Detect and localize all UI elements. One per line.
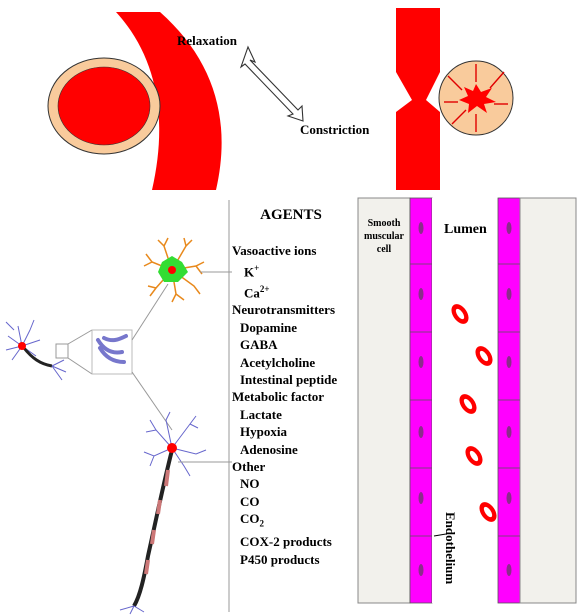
smooth-muscle-label-line-2: muscular bbox=[364, 231, 405, 242]
constricted-vessel-wall bbox=[396, 8, 440, 190]
list-item: Acetylcholine bbox=[240, 354, 316, 370]
list-item: K+ bbox=[244, 262, 260, 280]
list-item: GABA bbox=[240, 337, 278, 353]
group-label: Metabolic factor bbox=[232, 389, 325, 405]
list-item: NO bbox=[240, 476, 260, 492]
list-item: Hypoxia bbox=[240, 424, 287, 440]
list-item: CO2 bbox=[240, 511, 264, 529]
synapse-inset bbox=[91, 329, 133, 375]
list-item: CO bbox=[240, 493, 260, 509]
relaxed-vessel-lumen bbox=[57, 66, 151, 146]
list-item: COX-2 products bbox=[240, 534, 332, 550]
group-label: Other bbox=[232, 458, 266, 474]
group-label: Vasoactive ions bbox=[232, 243, 317, 259]
list-item: Lactate bbox=[240, 406, 282, 422]
large-neuron bbox=[119, 411, 207, 615]
constriction-burst bbox=[459, 84, 496, 113]
relaxed-vessel-wall bbox=[116, 12, 222, 190]
endothelium-pointer bbox=[433, 533, 447, 537]
smooth-muscle-label-line-1: Smooth bbox=[368, 218, 401, 229]
list-item: Dopamine bbox=[240, 319, 298, 335]
endothelium-left bbox=[409, 197, 433, 604]
list-item: Intestinal peptide bbox=[240, 371, 338, 387]
list-item: Ca2+ bbox=[244, 283, 270, 300]
synapse-zoom-box bbox=[55, 343, 69, 359]
smooth-muscle-label-line-3: cell bbox=[377, 244, 392, 255]
constriction-arrows bbox=[444, 64, 508, 132]
smooth-muscle-right bbox=[519, 197, 577, 604]
vessel-cross-section bbox=[357, 197, 577, 604]
small-neuron bbox=[5, 319, 67, 381]
astrocyte-icon bbox=[143, 237, 205, 303]
relaxation-constriction-arrow bbox=[239, 45, 304, 122]
agents-title: AGENTS bbox=[260, 207, 322, 223]
endothelium-right bbox=[497, 197, 521, 604]
agents-list: AGENTS Vasoactive ions K+ Ca2+ Neurotran… bbox=[232, 207, 362, 568]
relaxed-vessel bbox=[47, 12, 222, 190]
smooth-muscle-left bbox=[357, 197, 411, 604]
endothelium-label: Endothelium bbox=[443, 512, 458, 584]
group-label: Neurotransmitters bbox=[232, 302, 336, 318]
constricted-vessel bbox=[396, 8, 514, 190]
endothelial-nuclei bbox=[418, 222, 512, 576]
endothelial-cell-borders bbox=[410, 263, 520, 537]
list-item: Adenosine bbox=[240, 441, 298, 457]
constriction-label: Constriction bbox=[300, 122, 370, 137]
relaxation-label: Relaxation bbox=[177, 33, 238, 48]
lumen-label: Lumen bbox=[444, 222, 487, 237]
list-item: P450 products bbox=[240, 551, 320, 567]
red-blood-cells bbox=[451, 304, 497, 522]
